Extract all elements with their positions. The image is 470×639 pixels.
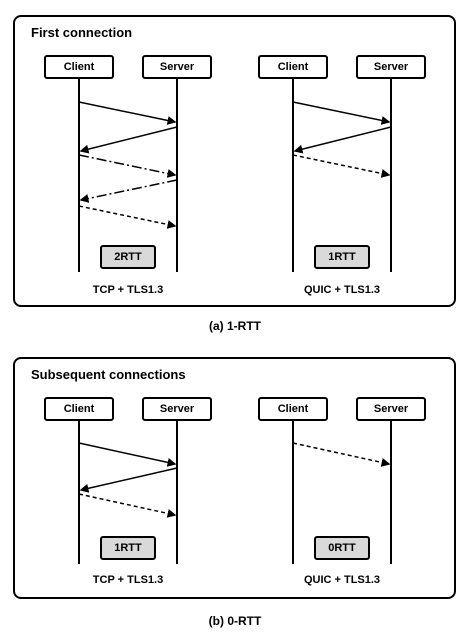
caption-a: (a) 1-RTT	[209, 319, 261, 333]
quic-initial-arrow	[292, 101, 391, 125]
quic-rtt-badge: 0RTT	[314, 536, 370, 560]
tcp-server-box: Server	[142, 397, 212, 421]
quic-handshake-arrow	[293, 126, 392, 154]
panel-title: First connection	[31, 25, 133, 40]
tcp-stack-label: TCP + TLS1.3	[92, 574, 164, 586]
tcp-client-box: Client	[44, 55, 114, 79]
tcp-client-hello-arrow	[78, 154, 177, 178]
tcp-data-arrow	[78, 205, 177, 229]
quic-client-box: Client	[258, 55, 328, 79]
quic-stack-label: QUIC + TLS1.3	[303, 284, 381, 296]
tcp-syn-arrow	[78, 442, 177, 467]
caption-b: (b) 0-RTT	[208, 614, 262, 628]
tcp-synack-arrow	[79, 126, 178, 154]
tcp-rtt-badge: 1RTT	[100, 536, 156, 560]
subsequent-connections-sequence-diagram	[78, 417, 392, 564]
tcp-client-box: Client	[44, 397, 114, 421]
tcp-server-box: Server	[142, 55, 212, 79]
tcp-server-hello-arrow	[79, 179, 178, 203]
quic-stack-label: QUIC + TLS1.3	[303, 574, 381, 586]
tcp-stack-label: TCP + TLS1.3	[92, 284, 164, 296]
tcp-rtt-badge: 2RTT	[100, 245, 156, 269]
quic-server-box: Server	[356, 55, 426, 79]
quic-client-box: Client	[258, 397, 328, 421]
quic-data-arrow	[292, 154, 391, 178]
panel-subsequent-connections: Subsequent connections Client Server Cli…	[13, 357, 456, 599]
tcp-synack-arrow	[79, 467, 178, 493]
quic-data-arrow	[292, 442, 391, 467]
first-connection-sequence-diagram	[78, 75, 392, 272]
tcp-syn-arrow	[78, 101, 177, 125]
quic-server-box: Server	[356, 397, 426, 421]
panel-first-connection: First connection Client Server Client Se…	[13, 15, 456, 307]
quic-rtt-badge: 1RTT	[314, 245, 370, 269]
panel-title: Subsequent connections	[31, 367, 186, 382]
tcp-data-arrow	[78, 493, 177, 518]
